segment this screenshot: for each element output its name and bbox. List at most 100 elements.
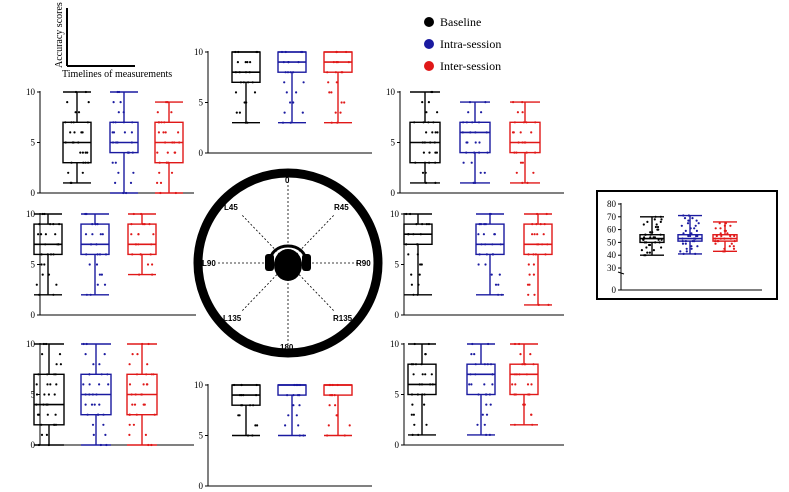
data-point — [328, 91, 331, 94]
data-points — [84, 212, 108, 296]
data-point — [335, 81, 338, 84]
spoke-l135 — [240, 262, 289, 313]
data-point — [692, 237, 696, 240]
data-point — [96, 283, 99, 286]
data-point — [150, 373, 153, 376]
data-point — [40, 433, 44, 436]
data-point — [411, 433, 414, 436]
data-point — [425, 111, 428, 114]
data-point — [280, 50, 284, 54]
data-point — [412, 363, 415, 366]
data-point — [144, 433, 147, 436]
data-point — [514, 393, 518, 396]
dial-label-l45: L45 — [224, 203, 238, 212]
data-point — [649, 233, 652, 236]
data-point — [162, 131, 165, 134]
data-point — [153, 413, 156, 416]
data-point — [424, 373, 427, 376]
data-point — [646, 220, 649, 223]
data-point — [58, 223, 61, 226]
y-tick-label: 0 — [612, 285, 617, 295]
data-point — [719, 227, 722, 230]
data-point — [535, 223, 538, 226]
data-point — [425, 223, 428, 226]
data-point — [532, 263, 536, 266]
data-point — [723, 247, 726, 250]
data-point — [468, 101, 472, 104]
data-point — [513, 342, 517, 346]
data-point — [645, 246, 648, 249]
data-points — [461, 101, 489, 184]
y-tick-label: 80 — [607, 199, 617, 209]
data-point — [528, 273, 531, 276]
data-point — [40, 263, 43, 266]
iqr-box — [323, 384, 353, 396]
data-point — [489, 212, 492, 216]
y-tick-label: 0 — [391, 188, 396, 198]
data-point — [256, 424, 259, 427]
data-point — [57, 243, 60, 246]
data-point — [485, 413, 489, 416]
data-point — [98, 363, 101, 366]
data-point — [531, 223, 534, 226]
data-point — [539, 223, 542, 226]
data-points — [511, 101, 537, 184]
data-point — [104, 253, 108, 256]
data-point — [427, 101, 430, 104]
data-point — [82, 342, 85, 346]
data-points — [35, 342, 63, 447]
data-point — [425, 131, 428, 134]
data-points — [410, 342, 434, 436]
data-point — [545, 212, 548, 216]
data-point — [534, 253, 538, 256]
data-point — [432, 121, 435, 124]
data-point — [484, 263, 487, 266]
spoke-l45 — [240, 213, 289, 264]
dial-label-r135: R135 — [333, 314, 353, 323]
data-points — [280, 50, 305, 124]
data-point — [657, 238, 660, 241]
data-point — [427, 121, 430, 124]
data-point — [519, 353, 522, 356]
data-point — [420, 363, 423, 366]
data-point — [165, 101, 168, 104]
data-point — [687, 219, 690, 222]
data-point — [513, 373, 517, 376]
data-point — [77, 111, 81, 114]
dial-label-0: 0 — [285, 176, 290, 185]
data-point — [327, 81, 330, 84]
y-tick-label: 0 — [395, 310, 400, 320]
data-point — [151, 273, 154, 276]
data-point — [88, 383, 91, 386]
data-point — [292, 71, 295, 74]
data-point — [690, 245, 693, 248]
data-point — [488, 433, 491, 436]
data-point — [523, 403, 526, 406]
data-point — [423, 393, 426, 396]
data-point — [685, 247, 688, 250]
data-point — [287, 414, 290, 417]
data-point — [244, 121, 247, 124]
data-point — [343, 434, 346, 437]
axis-key-xlabel: Timelines of measurements — [62, 69, 172, 80]
data-point — [528, 393, 531, 396]
box-inter-session — [126, 342, 158, 447]
data-point — [248, 71, 251, 74]
data-point — [251, 434, 254, 437]
data-points — [82, 342, 110, 447]
data-point — [542, 233, 545, 236]
data-point — [489, 403, 492, 406]
data-point — [483, 171, 486, 174]
data-point — [469, 373, 472, 376]
data-point — [405, 243, 408, 246]
data-point — [327, 424, 330, 427]
data-point — [536, 233, 539, 236]
data-point — [164, 141, 167, 144]
data-point — [484, 243, 487, 246]
data-point — [54, 413, 57, 416]
data-point — [334, 404, 337, 407]
data-point — [421, 223, 424, 226]
y-tick-label: 0 — [31, 310, 36, 320]
